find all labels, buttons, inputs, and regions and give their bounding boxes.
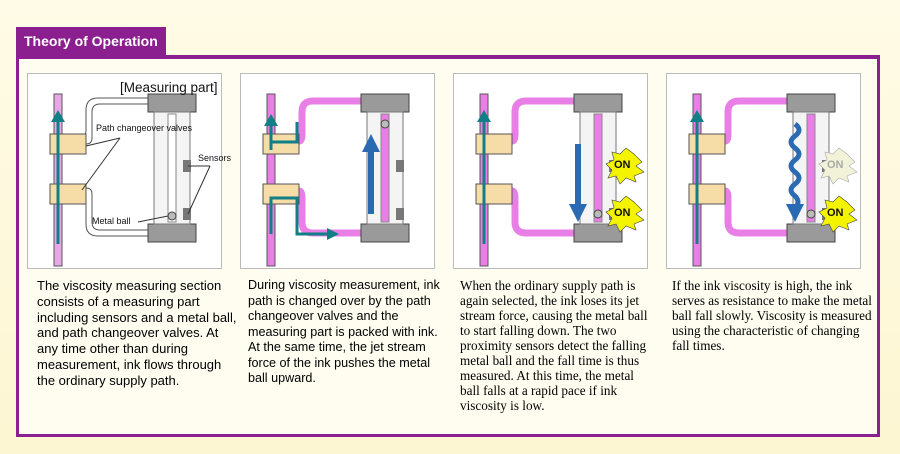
diagram-panel-1: [Measuring part] Path changeover valves … xyxy=(27,73,231,269)
metal-ball-label: Metal ball xyxy=(92,216,131,226)
diagram-panel-2 xyxy=(240,73,435,269)
diagram-panel-4: ON ON xyxy=(666,73,861,269)
caption-3: When the ordinary supply path is again s… xyxy=(460,278,648,413)
panel-4-illustration xyxy=(688,93,858,267)
section-title: Theory of Operation xyxy=(16,27,166,55)
sensor-bottom-on: ON xyxy=(827,207,844,219)
sensor-top-off: ON xyxy=(827,159,844,171)
caption-2: During viscosity measurement, ink path i… xyxy=(248,278,440,385)
panel-2-illustration xyxy=(262,93,410,267)
caption-4: If the ink viscosity is high, the ink se… xyxy=(672,278,872,353)
sensors-label: Sensors xyxy=(198,153,232,163)
sensor-top-on: ON xyxy=(614,159,631,171)
panel-3-illustration xyxy=(475,93,645,267)
sensor-bottom-on: ON xyxy=(614,207,631,219)
caption-1: The viscosity measuring section consists… xyxy=(37,278,237,388)
measuring-part-header: [Measuring part] xyxy=(120,80,218,95)
panel-1-illustration xyxy=(49,93,211,267)
valves-label: Path changeover valves xyxy=(96,123,193,133)
diagram-panel-3: ON ON xyxy=(453,73,648,269)
